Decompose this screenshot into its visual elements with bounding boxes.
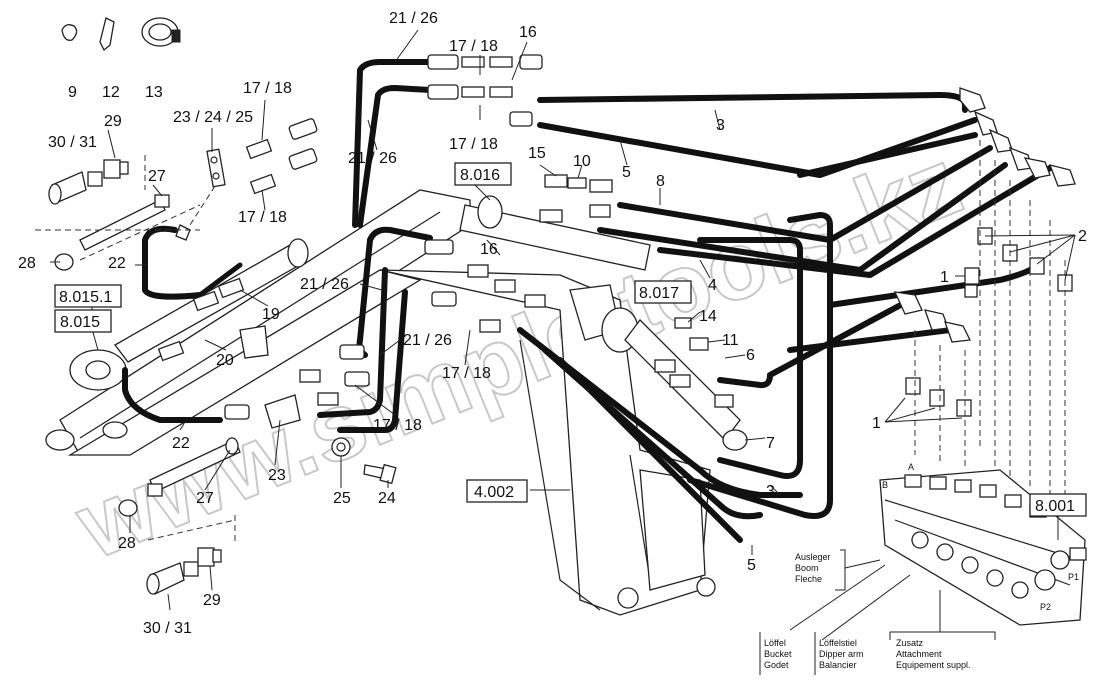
- callout-19: 19: [262, 306, 280, 323]
- callout-30-31-bottom: 30 / 31: [143, 620, 192, 637]
- callout-17-18-d: 17 / 18: [449, 136, 498, 153]
- reference-boxes: 8.016 8.015.1 8.015 8.017 4.002 8.001: [54, 162, 1087, 517]
- callout-5-bottom: 5: [747, 557, 756, 574]
- callout-17-18-e: 17 / 18: [442, 365, 491, 382]
- callout-numbers: 9 12 13 29 30 / 31 27 28 22 23 / 24 / 25…: [18, 10, 1087, 637]
- callout-22-top: 22: [108, 255, 126, 272]
- callout-28-top: 28: [18, 255, 36, 272]
- port-p2-label: P2: [1040, 602, 1051, 612]
- control-valve-block: A B P1 P2: [879, 462, 1087, 626]
- callout-23-24-25: 23 / 24 / 25: [173, 109, 253, 126]
- callout-16-top: 16: [519, 24, 537, 41]
- port-p1-label: P1: [1068, 572, 1079, 582]
- ref-8015: 8.015: [60, 314, 100, 331]
- callout-24: 24: [378, 490, 396, 507]
- ref-8017: 8.017: [639, 285, 679, 302]
- ref-box-80151: [54, 284, 122, 308]
- callout-17-18-f: 17 / 18: [373, 417, 422, 434]
- port-a-label: A: [908, 462, 914, 472]
- ref-4002: 4.002: [474, 484, 514, 501]
- legend-dipper-en: Dipper arm: [819, 649, 864, 659]
- callout-22-bottom: 22: [172, 435, 190, 452]
- callout-6: 6: [746, 347, 755, 364]
- callout-10: 10: [573, 153, 591, 170]
- callout-21-26-d: 21 / 26: [403, 332, 452, 349]
- legend-boom-en: Boom: [795, 563, 819, 573]
- callout-29-top: 29: [104, 113, 122, 130]
- leader-lines: [50, 29, 1076, 675]
- callout-28-bottom: 28: [118, 535, 136, 552]
- callout-17-18-c: 17 / 18: [449, 38, 498, 55]
- ref-8016: 8.016: [460, 167, 500, 184]
- legend-dipper-de: Löffelstiel: [819, 638, 857, 648]
- callout-27-top: 27: [148, 168, 166, 185]
- callout-15: 15: [528, 145, 546, 162]
- callout-30-31-top: 30 / 31: [48, 134, 97, 151]
- callout-1-upper: 1: [940, 269, 949, 286]
- fittings: [48, 17, 1076, 595]
- callout-16-mid: 16: [480, 241, 498, 258]
- callout-9: 9: [68, 84, 77, 101]
- port-b-label: B: [882, 480, 888, 490]
- callout-2: 2: [1078, 228, 1087, 245]
- legend-bucket-en: Bucket: [764, 649, 792, 659]
- callout-21-26-c: 21 / 26: [300, 276, 349, 293]
- callout-13: 13: [145, 84, 163, 101]
- ref-8001: 8.001: [1035, 498, 1075, 515]
- callout-4: 4: [708, 277, 717, 294]
- legend-boom-fr: Fleche: [795, 574, 822, 584]
- callout-27-bottom: 27: [196, 490, 214, 507]
- callout-7: 7: [766, 435, 775, 452]
- function-legend: Ausleger Boom Fleche Löffel Bucket Godet…: [764, 552, 971, 670]
- callout-20: 20: [216, 352, 234, 369]
- callout-8: 8: [656, 173, 665, 190]
- callout-25: 25: [333, 490, 351, 507]
- dashed-lines: [35, 140, 1066, 545]
- ref-box-8015: [54, 309, 112, 333]
- ref-80151: 8.015.1: [59, 289, 112, 306]
- ref-box-8016: [454, 162, 512, 186]
- hose-lines: [122, 59, 1053, 543]
- ref-box-8001: [1029, 493, 1087, 517]
- callout-1-lower: 1: [872, 415, 881, 432]
- callout-11: 11: [722, 332, 739, 349]
- callout-14: 14: [699, 308, 717, 325]
- legend-attachment-fr: Equipement suppl.: [896, 660, 971, 670]
- callout-17-18-b: 17 / 18: [238, 209, 287, 226]
- legend-bucket-de: Löffel: [764, 638, 786, 648]
- callout-21-26-b: 21 / 26: [348, 150, 397, 167]
- legend-attachment-de: Zusatz: [896, 638, 924, 648]
- callout-23: 23: [268, 467, 286, 484]
- callout-17-18-a: 17 / 18: [243, 80, 292, 97]
- callout-3-bottom: 3: [766, 483, 775, 500]
- ref-box-4002: [466, 479, 528, 503]
- legend-bucket-fr: Godet: [764, 660, 789, 670]
- legend-attachment-en: Attachment: [896, 649, 942, 659]
- callout-12: 12: [102, 84, 120, 101]
- callout-21-26-a: 21 / 26: [389, 10, 438, 27]
- ref-box-8017: [634, 280, 692, 304]
- callout-5-top: 5: [622, 164, 631, 181]
- legend-dipper-fr: Balancier: [819, 660, 857, 670]
- legend-boom-de: Ausleger: [795, 552, 831, 562]
- callout-29-bottom: 29: [203, 592, 221, 609]
- callout-3-top: 3: [716, 117, 725, 134]
